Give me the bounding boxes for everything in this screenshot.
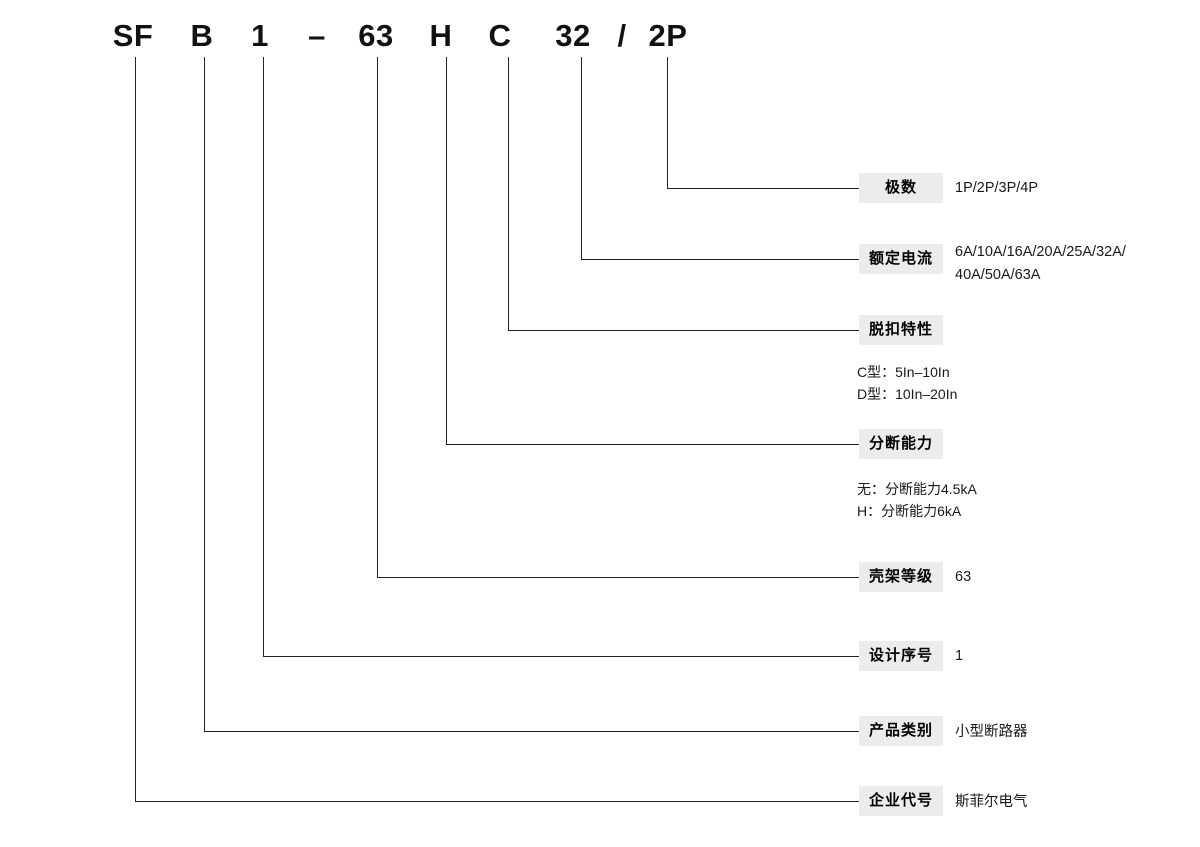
leader-hline-rated-current	[581, 259, 859, 260]
code-char-2p: 2P	[648, 18, 688, 53]
callout-label-tripping: 脱扣特性	[859, 315, 943, 345]
leader-hline-company	[135, 801, 859, 802]
leader-vline-category	[204, 57, 205, 731]
callout-value-category: 小型断路器	[955, 724, 1028, 740]
leader-vline-rated-current	[581, 57, 582, 259]
code-char-32: 32	[555, 18, 591, 53]
code-char-slash: /	[617, 18, 627, 53]
code-char-dash: –	[308, 18, 326, 53]
code-char-h: H	[429, 18, 453, 53]
leader-vline-company	[135, 57, 136, 801]
leader-hline-breaking	[446, 444, 859, 445]
leader-vline-breaking	[446, 57, 447, 444]
callout-value-rated-current-line2: 40A/50A/63A	[955, 267, 1041, 283]
callout-note-breaking-2: H：分断能力6kA	[857, 503, 962, 519]
code-char-b: B	[190, 18, 214, 53]
callout-value-frame: 63	[955, 569, 972, 585]
leader-vline-tripping	[508, 57, 509, 330]
leader-hline-frame	[377, 577, 859, 578]
callout-value-poles: 1P/2P/3P/4P	[955, 180, 1039, 196]
callout-value-rated-current-line1: 6A/10A/16A/20A/25A/32A/	[955, 244, 1126, 260]
callout-label-poles: 极数	[859, 173, 943, 203]
callout-label-breaking: 分断能力	[859, 429, 943, 459]
leader-hline-tripping	[508, 330, 859, 331]
leader-vline-design	[263, 57, 264, 656]
code-char-1: 1	[251, 18, 269, 53]
callout-label-company: 企业代号	[859, 786, 943, 816]
callout-note-tripping-2: D型：10In–20In	[857, 386, 958, 402]
callout-label-category: 产品类别	[859, 716, 943, 746]
callout-note-tripping-1: C型：5In–10In	[857, 364, 950, 380]
callout-label-design: 设计序号	[859, 641, 943, 671]
leader-hline-category	[204, 731, 859, 732]
leader-vline-poles	[667, 57, 668, 188]
leader-vline-frame	[377, 57, 378, 577]
callout-value-company: 斯菲尔电气	[955, 794, 1028, 810]
leader-hline-design	[263, 656, 859, 657]
leader-hline-poles	[667, 188, 859, 189]
callout-label-frame: 壳架等级	[859, 562, 943, 592]
code-char-63: 63	[358, 18, 394, 53]
callout-note-breaking-1: 无：分断能力4.5kA	[857, 481, 977, 497]
code-char-sf: SF	[112, 18, 154, 53]
callout-value-design: 1	[955, 648, 964, 664]
code-char-c: C	[488, 18, 512, 53]
callout-label-rated-current: 额定电流	[859, 244, 943, 274]
